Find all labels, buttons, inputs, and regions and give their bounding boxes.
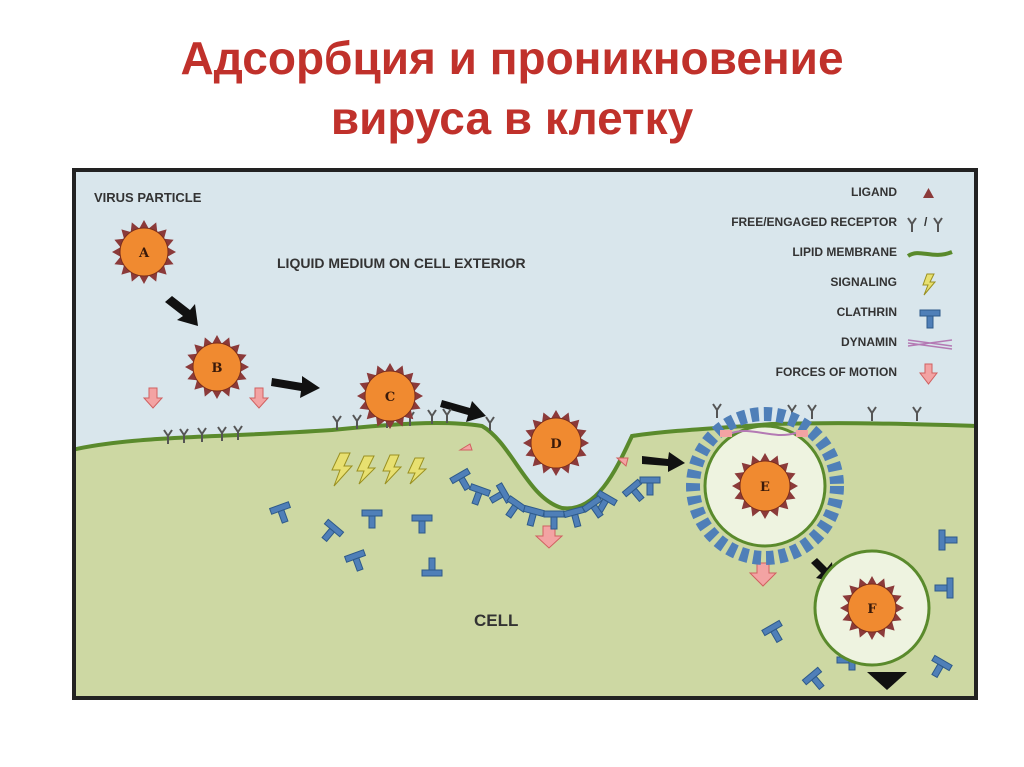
- lipid-membrane: [72, 421, 978, 511]
- virus-particle-c: C: [357, 363, 423, 429]
- dynamin-icon: [907, 339, 953, 350]
- receptor-icon: /: [907, 215, 943, 233]
- title-line-2: вируса в клетку: [330, 92, 694, 144]
- arrow-b-c: [271, 376, 320, 398]
- virus-capsid: [192, 342, 242, 392]
- medium-label: LIQUID MEDIUM ON CELL EXTERIOR: [277, 255, 526, 271]
- virus-particle-b: B: [185, 335, 249, 399]
- legend-clathrin-label: CLATHRIN: [837, 305, 897, 319]
- cell-label: CELL: [474, 611, 518, 630]
- virus-particle-f: F: [840, 576, 904, 640]
- virus-particle-label: VIRUS PARTICLE: [94, 190, 202, 205]
- arrow-d-e: [642, 452, 685, 472]
- stage-label-a: A: [138, 246, 150, 261]
- legend-signaling-label: SIGNALING: [830, 275, 897, 289]
- force-arrows: [142, 387, 778, 587]
- force-arrow-d-left: [458, 443, 473, 451]
- title-line-1: Адсорбция и проникновение: [180, 32, 844, 84]
- virus-capsid: [119, 227, 169, 277]
- virus-capsid: [847, 583, 897, 633]
- stage-label-b: B: [212, 361, 223, 376]
- legend-dynamin-label: DYNAMIN: [841, 335, 897, 349]
- stage-label-d: D: [550, 437, 561, 452]
- signal-bolt-3: [382, 454, 403, 485]
- signaling-icon: [922, 273, 937, 296]
- legend-membrane-label: LIPID MEMBRANE: [792, 245, 897, 259]
- membrane-icon: [906, 250, 953, 258]
- legend-receptor-label: FREE/ENGAGED RECEPTOR: [731, 215, 897, 229]
- virus-capsid: [364, 370, 416, 422]
- force-arrow-d-right: [615, 457, 629, 467]
- legend-forces-label: FORCES OF MOTION: [776, 365, 897, 379]
- receptor-separator: /: [924, 215, 928, 229]
- virus-entry-diagram: A B C D E F VIRUS PARTICLE LIQUID MEDIUM ON C…: [72, 168, 978, 700]
- virus-capsid: [739, 460, 791, 512]
- arrow-down-exit: [867, 672, 907, 690]
- force-arrow-b-right: [248, 387, 270, 409]
- legend: LIGAND FREE/ENGAGED RECEPTOR / LIPID MEM…: [731, 185, 953, 385]
- stage-label-f: F: [867, 602, 877, 617]
- arrow-c-d: [440, 400, 486, 422]
- virus-capsid: [530, 417, 582, 469]
- ligand-icon: [923, 188, 934, 198]
- virus-particle-a: A: [112, 220, 176, 284]
- diagram-frame: [72, 168, 978, 700]
- legend-ligand-label: LIGAND: [851, 185, 897, 199]
- stage-label-e: E: [760, 480, 770, 495]
- signal-bolt-4: [407, 457, 428, 485]
- signaling-bolts: [331, 452, 428, 487]
- signal-bolt-1: [331, 452, 354, 487]
- virus-particle-d: D: [523, 410, 589, 476]
- slide-title: Адсорбция и проникновение вируса в клетк…: [0, 28, 1024, 148]
- signal-bolt-2: [356, 455, 377, 485]
- force-arrow-icon: [918, 363, 939, 385]
- stage-label-c: C: [385, 390, 395, 405]
- virus-particle-e: E: [732, 453, 798, 519]
- arrow-a-b: [165, 296, 198, 326]
- force-arrow-b-left: [142, 387, 164, 409]
